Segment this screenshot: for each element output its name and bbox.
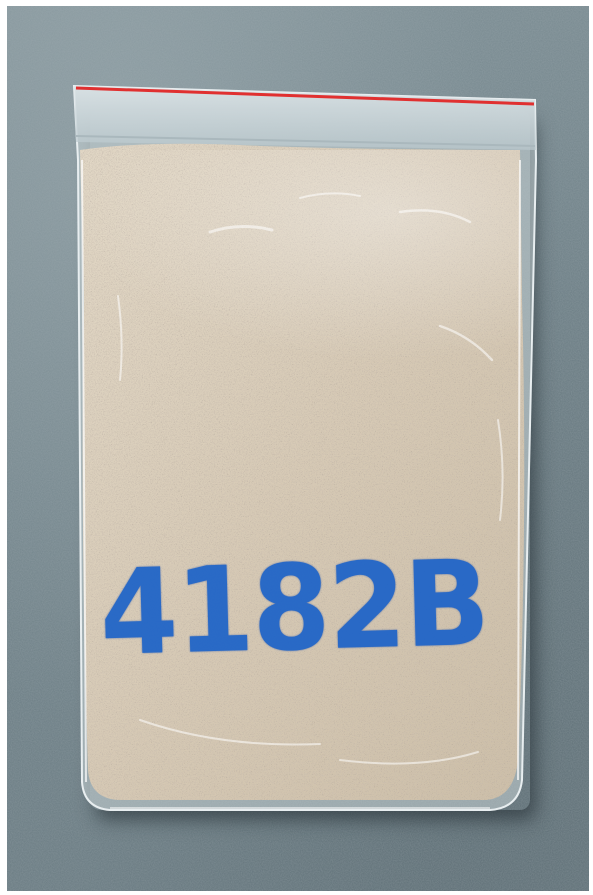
plastic-edge-highlights bbox=[81, 159, 521, 809]
zipper-seal-line bbox=[75, 135, 536, 147]
zipper-red-stripe bbox=[75, 86, 535, 106]
bag-zipper-strip bbox=[74, 86, 536, 150]
bag-label-4182b: 4182B bbox=[98, 533, 490, 682]
plastic-sheen bbox=[80, 150, 522, 360]
plastic-wrinkles bbox=[117, 192, 504, 765]
